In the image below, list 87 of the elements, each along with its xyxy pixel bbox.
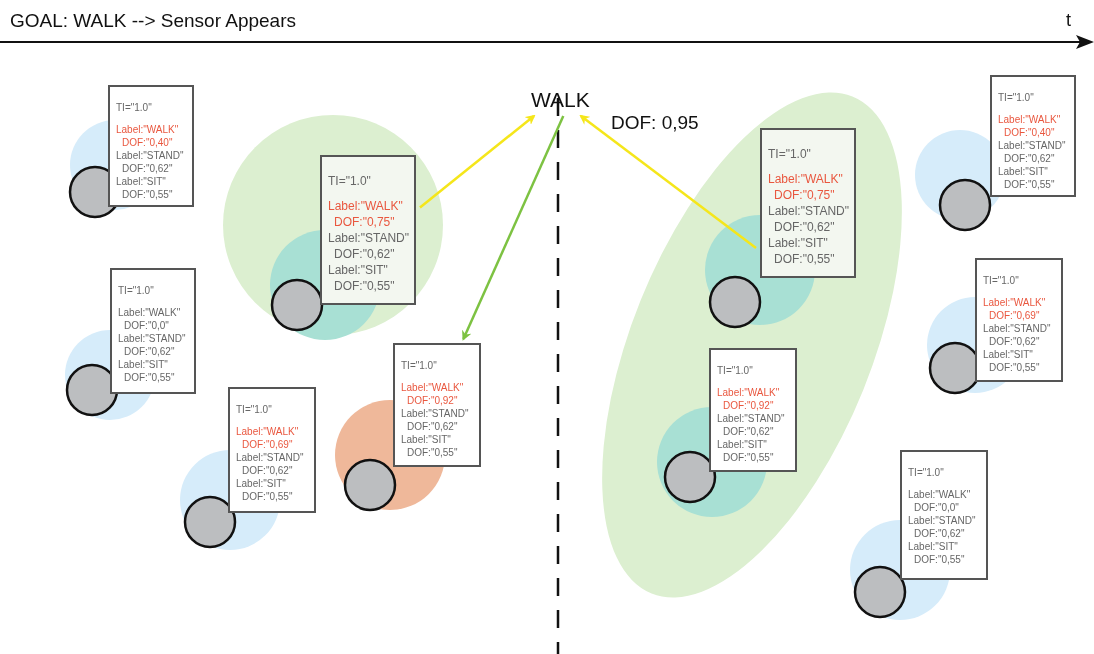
card-text: Label:"STAND" — [768, 203, 850, 219]
arrow — [462, 115, 565, 341]
card-text: Label:"STAND" — [983, 322, 1052, 335]
card-text: DOF:"0,62" — [722, 425, 775, 438]
sensor-card — [760, 128, 856, 278]
card-text: DOF:"0,62" — [1003, 152, 1056, 165]
card-text: Label:"WALK" — [116, 123, 180, 136]
card-text: Label:"SIT" — [717, 438, 768, 451]
card-text: TI="1.0" — [717, 364, 754, 377]
card-text: TI="1.0" — [768, 146, 812, 162]
card-text: Label:"SIT" — [236, 477, 287, 490]
card-text: Label:"WALK" — [983, 296, 1047, 309]
arrow — [579, 114, 757, 249]
sensor-card — [320, 155, 416, 305]
card-text: Label:"STAND" — [236, 451, 305, 464]
sensor-card — [990, 75, 1076, 197]
card-text: TI="1.0" — [401, 359, 438, 372]
card-text: TI="1.0" — [983, 274, 1020, 287]
card-text: DOF:"0,92" — [722, 399, 775, 412]
card-text: Label:"WALK" — [768, 171, 844, 187]
card-text: Label:"SIT" — [998, 165, 1049, 178]
card-text: Label:"WALK" — [328, 198, 404, 214]
card-text: Label:"SIT" — [118, 358, 169, 371]
sensor-card — [228, 387, 316, 513]
card-text: Label:"SIT" — [401, 433, 452, 446]
card-text: Label:"SIT" — [908, 540, 959, 553]
card-text: Label:"STAND" — [401, 407, 470, 420]
card-text: Label:"WALK" — [401, 381, 465, 394]
card-text: Label:"SIT" — [983, 348, 1034, 361]
sensor-card — [900, 450, 988, 580]
card-text: DOF:"0,62" — [123, 345, 176, 358]
card-text: Label:"SIT" — [116, 175, 167, 188]
card-text: TI="1.0" — [116, 101, 153, 114]
card-text: Label:"SIT" — [328, 262, 389, 278]
card-text: Label:"WALK" — [998, 113, 1062, 126]
sensor-card — [108, 85, 194, 207]
title: GOAL: WALK --> Sensor Appears — [10, 10, 296, 32]
card-text: Label:"STAND" — [118, 332, 187, 345]
card-text: DOF:"0,69" — [988, 309, 1041, 322]
card-text: Label:"SIT" — [768, 235, 829, 251]
card-text: DOF:"0,55" — [913, 553, 966, 566]
card-text: Label:"STAND" — [717, 412, 786, 425]
card-text: Label:"WALK" — [717, 386, 781, 399]
sensor-card — [709, 348, 797, 472]
card-text: DOF:"0,75" — [333, 214, 396, 230]
card-text: DOF:"0,0" — [913, 501, 960, 514]
arrow — [419, 114, 536, 209]
card-text: DOF:"0,62" — [406, 420, 459, 433]
card-text: DOF:"0,55" — [773, 251, 836, 267]
card-text: DOF:"0,40" — [121, 136, 174, 149]
card-text: DOF:"0,62" — [773, 219, 836, 235]
card-text: DOF:"0,92" — [406, 394, 459, 407]
card-text: DOF:"0,55" — [121, 188, 174, 201]
card-text: TI="1.0" — [236, 403, 273, 416]
card-text: DOF:"0,62" — [241, 464, 294, 477]
card-text: DOF:"0,62" — [913, 527, 966, 540]
card-text: DOF:"0,69" — [241, 438, 294, 451]
card-text: Label:"STAND" — [116, 149, 185, 162]
card-text: DOF:"0,62" — [121, 162, 174, 175]
sensor-card — [110, 268, 196, 394]
state-label: WALK — [531, 88, 590, 112]
card-text: DOF:"0,55" — [123, 371, 176, 384]
card-text: DOF:"0,55" — [333, 278, 396, 294]
card-text: DOF:"0,62" — [988, 335, 1041, 348]
card-text: DOF:"0,62" — [333, 246, 396, 262]
card-text: Label:"STAND" — [908, 514, 977, 527]
card-text: TI="1.0" — [998, 91, 1035, 104]
card-text: TI="1.0" — [328, 173, 372, 189]
card-text: DOF:"0,55" — [722, 451, 775, 464]
card-text: Label:"WALK" — [236, 425, 300, 438]
card-text: DOF:"0,55" — [241, 490, 294, 503]
card-text: DOF:"0,55" — [1003, 178, 1056, 191]
sensor-card — [975, 258, 1063, 382]
card-text: DOF:"0,55" — [406, 446, 459, 459]
card-text: DOF:"0,0" — [123, 319, 170, 332]
card-text: TI="1.0" — [118, 284, 155, 297]
card-text: Label:"WALK" — [118, 306, 182, 319]
card-text: Label:"STAND" — [328, 230, 410, 246]
card-text: DOF:"0,55" — [988, 361, 1041, 374]
confidence-label: DOF: 0,95 — [611, 112, 699, 134]
card-text: Label:"STAND" — [998, 139, 1067, 152]
card-text: DOF:"0,75" — [773, 187, 836, 203]
sensor-card — [393, 343, 481, 467]
card-text: DOF:"0,40" — [1003, 126, 1056, 139]
card-text: TI="1.0" — [908, 466, 945, 479]
card-text: Label:"WALK" — [908, 488, 972, 501]
axis-label: t — [1066, 10, 1071, 31]
